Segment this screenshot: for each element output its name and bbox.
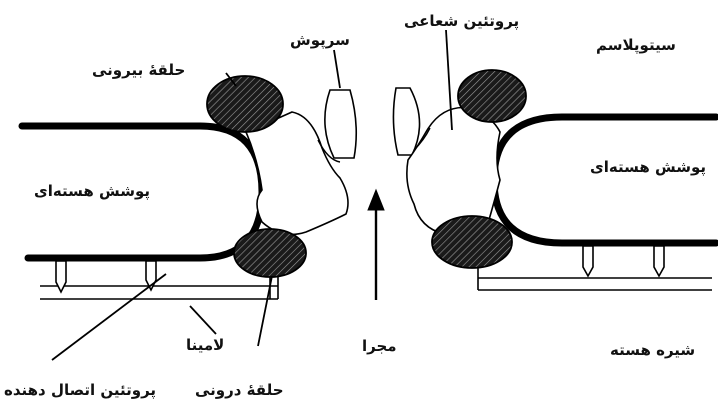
nuclear-envelope-right	[490, 113, 718, 247]
label-outer-ring: حلقهٔ بیرونی	[92, 61, 186, 79]
lamina-right	[477, 262, 712, 291]
label-cytoplasm: سیتوپلاسم	[596, 36, 676, 54]
label-lamina: لامینا	[186, 336, 225, 354]
inner-ring-left	[233, 228, 307, 278]
label-nucleoplasm: شیره هسته	[610, 341, 696, 359]
outer-ring-right	[457, 69, 527, 123]
outer-ring-left	[206, 75, 284, 133]
lamina-pegs-left	[55, 260, 157, 294]
label-connecting-protein: پروتئین اتصال دهنده	[4, 381, 157, 399]
radial-protein-left	[244, 111, 349, 236]
label-nuclear-envelope-right: پوشش هسته‌ای	[590, 158, 706, 176]
cap-connector-left	[317, 139, 341, 163]
label-cap: سرپوش	[290, 31, 350, 49]
cap-connector-right	[413, 127, 431, 151]
lamina-pegs-right	[582, 245, 665, 278]
label-radial-protein: پروتئین شعاعی	[404, 12, 520, 30]
label-nuclear-envelope-left: پوشش هسته‌ای	[34, 182, 150, 200]
cap-left	[324, 89, 358, 159]
radial-protein-right	[406, 106, 501, 238]
leader-lines	[51, 29, 453, 361]
label-inner-ring: حلقهٔ درونی	[195, 381, 284, 399]
cap-right	[392, 87, 421, 156]
lamina-left	[40, 270, 279, 300]
channel-arrow	[367, 188, 385, 300]
inner-ring-right	[431, 215, 513, 269]
label-channel: مجرا	[362, 337, 397, 355]
